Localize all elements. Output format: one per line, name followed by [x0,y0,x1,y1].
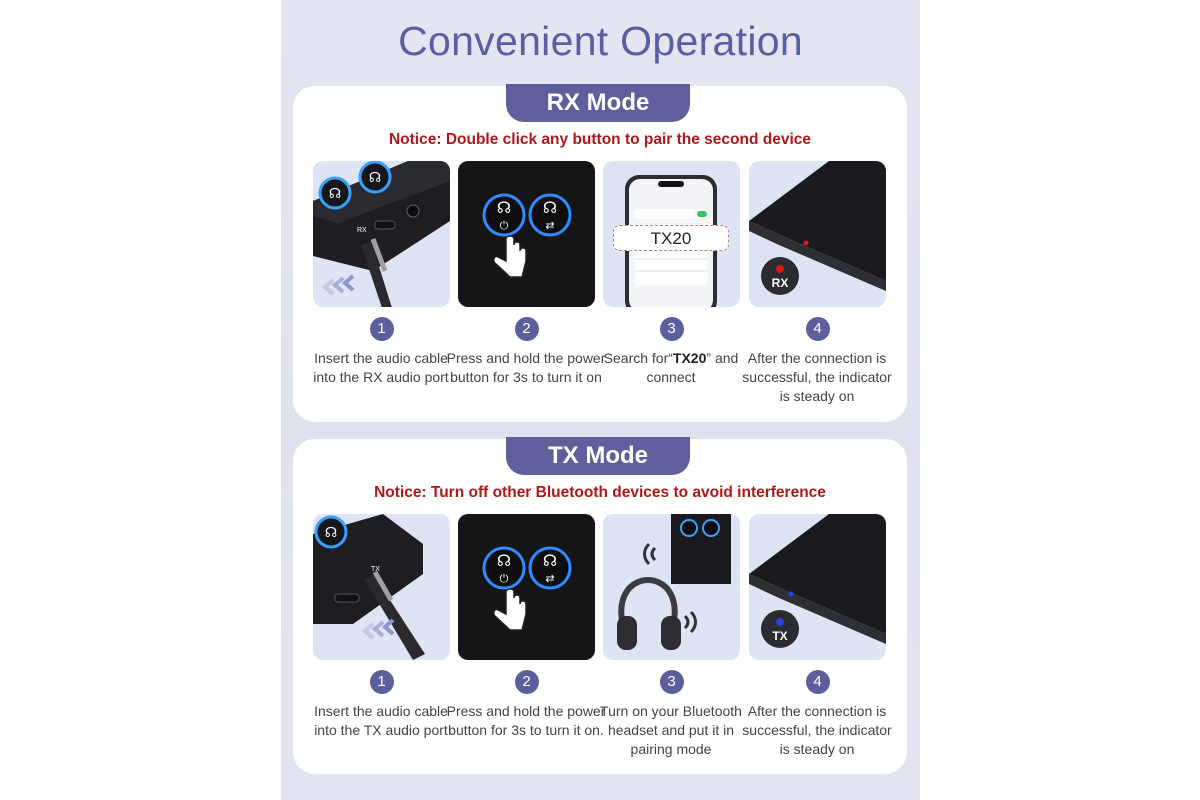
tx-notice: Notice: Turn off other Bluetooth devices… [374,484,826,501]
rx-indicator-badge: RX [761,257,799,295]
tx-indicator-label: TX [772,629,788,643]
rx-indicator-label: RX [771,276,789,290]
svg-text:⏻: ⏻ [500,219,509,232]
rx-step-1-caption: Insert the audio cable into the RX audio… [313,350,449,385]
rx-notice: Notice: Double click any button to pair … [388,131,812,148]
infographic-canvas: Convenient Operation RX Mode Notice: Dou… [281,0,920,800]
tx-steps: ☊ TX 1 Insert the audio cable into the T… [313,514,892,764]
rx-port-label: RX [357,227,367,234]
svg-text:⇄: ⇄ [545,572,554,585]
tx-indicator-dot [776,618,784,626]
rx-step-2-caption: Press and hold the power button for 3s t… [446,350,606,385]
rx-step-3: TX20 3 Search for“TX20” and connect [603,161,740,387]
svg-text:⇄: ⇄ [545,219,554,232]
tx-indicator-badge: TX [761,610,799,648]
tx-step-3-number: 3 [659,670,684,694]
rx-step-2-number: 2 [514,317,539,341]
tx-step-3-caption: Turn on your Bluetooth headset and put i… [600,703,742,757]
rx-step-4: RX 4 After the connection is successful,… [742,161,892,406]
svg-text:☊: ☊ [329,186,341,202]
rx-step-3-caption: Search for“TX20” and connect [603,350,739,385]
svg-text:☊: ☊ [369,170,381,186]
rx-step-3-image: TX20 [603,161,740,307]
tx-step-3: 3 Turn on your Bluetooth headset and put… [600,514,742,759]
tx-step-2-number: 2 [514,670,539,694]
svg-text:☊: ☊ [543,198,557,217]
rx-step-2: ☊ ⏻ ☊ ⇄ 2 Press and hold the power butto… [447,161,605,387]
tx-step-1-number: 1 [369,670,394,694]
svg-text:☊: ☊ [497,551,511,570]
svg-text:⏻: ⏻ [500,572,509,585]
svg-text:☊: ☊ [497,198,511,217]
rx-step-1-number: 1 [369,317,394,341]
tx-step-4-image: TX [749,514,886,660]
tx-step-1-caption: Insert the audio cable into the TX audio… [314,703,448,738]
tx-step-3-image [603,514,740,660]
rx-mode-pill: RX Mode [506,84,690,122]
tx-step-1-image: ☊ TX [313,514,450,660]
tx-mode-panel: TX Mode Notice: Turn off other Bluetooth… [293,437,907,774]
tx-mode-pill: TX Mode [506,437,690,475]
svg-text:☊: ☊ [543,551,557,570]
page-title: Convenient Operation [398,18,803,64]
rx-step-3-number: 3 [659,317,684,341]
rx-device-name-highlight: TX20 [613,225,729,251]
rx-step-1-image: ☊ ☊ RX [313,161,450,307]
tx-step-4-caption: After the connection is successful, the … [742,703,892,757]
rx-step-4-image: RX [749,161,886,307]
tx-step-4: TX 4 After the connection is successful,… [742,514,892,759]
rx-mode-panel: RX Mode Notice: Double click any button … [293,84,907,422]
rx-step-1: ☊ ☊ RX 1 Insert the audio cable into the… [313,161,450,387]
rx-step-4-number: 4 [805,317,830,341]
tx-step-4-number: 4 [805,670,830,694]
tx-step-2-caption: Press and hold the power button for 3s t… [446,703,606,738]
rx-step-4-caption: After the connection is successful, the … [742,350,892,404]
tx-step-2: ☊ ⏻ ☊ ⇄ 2 Press and hold the power butto… [447,514,605,740]
svg-text:☊: ☊ [325,525,337,541]
rx-steps: ☊ ☊ RX 1 Insert the audio cable into the… [313,161,892,411]
rx-indicator-dot [776,265,784,273]
tx-step-2-image: ☊ ⏻ ☊ ⇄ [458,514,595,660]
tx-step-1: ☊ TX 1 Insert the audio cable into the T… [313,514,450,740]
rx-step-2-image: ☊ ⏻ ☊ ⇄ [458,161,595,307]
tx-port-label: TX [371,566,380,573]
